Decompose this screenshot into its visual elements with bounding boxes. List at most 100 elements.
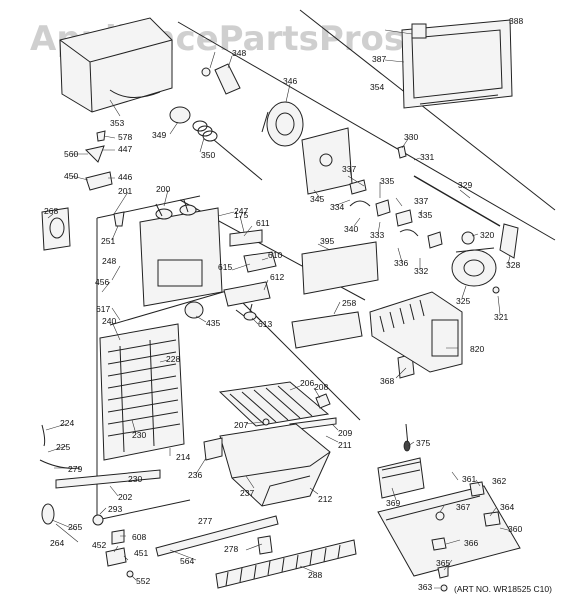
hinge-part bbox=[111, 529, 125, 545]
part-label: 237 bbox=[240, 488, 254, 498]
part-label: 325 bbox=[456, 296, 470, 306]
part-label: 435 bbox=[206, 318, 220, 328]
motor-mount-plate bbox=[301, 127, 353, 195]
part-label: 610 bbox=[268, 250, 282, 260]
part-label: 320 bbox=[480, 230, 494, 240]
part-label: 337 bbox=[414, 196, 428, 206]
part-label: 200 bbox=[156, 184, 170, 194]
part-label: 447 bbox=[118, 144, 132, 154]
part-label: 209 bbox=[338, 428, 352, 438]
dispenser-door-part bbox=[401, 19, 513, 109]
auger-motor-part bbox=[261, 101, 304, 147]
part-label: 208 bbox=[314, 382, 328, 392]
part-label: 353 bbox=[110, 118, 124, 128]
heater-wire-part bbox=[39, 459, 81, 469]
part-label: 456 bbox=[95, 277, 109, 287]
clip-part bbox=[437, 565, 449, 579]
cam-part bbox=[85, 145, 105, 163]
part-label: 348 bbox=[232, 48, 246, 58]
part-label: 214 bbox=[176, 452, 190, 462]
part-label: 387 bbox=[372, 54, 386, 64]
mount-hole bbox=[319, 153, 333, 167]
screw-part bbox=[440, 584, 448, 592]
evaporator-coil-part bbox=[99, 323, 185, 461]
roller-part bbox=[257, 535, 273, 555]
part-label: 293 bbox=[108, 504, 122, 514]
freezer-basket-part bbox=[219, 423, 331, 507]
part-label: 560 bbox=[64, 149, 78, 159]
part-label: 346 bbox=[283, 76, 297, 86]
part-label: 279 bbox=[68, 464, 82, 474]
switch-part bbox=[483, 511, 501, 527]
part-label: 230 bbox=[132, 430, 146, 440]
part-label: 360 bbox=[508, 524, 522, 534]
part-label: 367 bbox=[456, 502, 470, 512]
lever-part bbox=[375, 199, 391, 217]
part-label: 248 bbox=[102, 256, 116, 266]
part-label: 340 bbox=[344, 224, 358, 234]
lever-part bbox=[85, 171, 113, 191]
part-label: 251 bbox=[101, 236, 115, 246]
part-label: 258 bbox=[342, 298, 356, 308]
cabinet-edge-line bbox=[299, 9, 556, 211]
part-label: 451 bbox=[134, 548, 148, 558]
part-label: 369 bbox=[386, 498, 400, 508]
part-label: 361 bbox=[462, 474, 476, 484]
part-label: 236 bbox=[188, 470, 202, 480]
part-label: 552 bbox=[136, 576, 150, 586]
part-label: 336 bbox=[394, 258, 408, 268]
part-label: 337 bbox=[342, 164, 356, 174]
part-label: 268 bbox=[44, 206, 58, 216]
part-label: 328 bbox=[506, 260, 520, 270]
auger-bracket-part bbox=[214, 63, 241, 95]
cover-plate-part bbox=[377, 485, 521, 577]
part-label: 335 bbox=[380, 176, 394, 186]
part-label: 450 bbox=[64, 171, 78, 181]
coupling-part bbox=[169, 106, 191, 124]
part-label: 212 bbox=[318, 494, 332, 504]
control-box-part bbox=[377, 457, 425, 499]
part-label: 452 bbox=[92, 540, 106, 550]
lever-part bbox=[395, 209, 413, 227]
part-label: 365 bbox=[436, 558, 450, 568]
shelf-stop-part bbox=[262, 418, 270, 426]
part-label: 613 bbox=[258, 319, 272, 329]
part-label: 364 bbox=[500, 502, 514, 512]
part-label: 820 bbox=[470, 344, 484, 354]
lever-part bbox=[427, 231, 443, 249]
basket-slide-part bbox=[203, 437, 223, 461]
drain-tube-part bbox=[41, 503, 55, 525]
part-label: 277 bbox=[198, 516, 212, 526]
screw-part bbox=[492, 286, 500, 294]
nut-part bbox=[397, 145, 407, 159]
part-label: 388 bbox=[509, 16, 523, 26]
part-label: 564 bbox=[180, 556, 194, 566]
part-label: 228 bbox=[166, 354, 180, 364]
lower-rail-part bbox=[155, 515, 279, 557]
icemaker-assembly-part bbox=[369, 291, 463, 373]
ice-bucket-part bbox=[59, 17, 173, 113]
evaporator-cover-part bbox=[139, 199, 223, 307]
part-label: 265 bbox=[68, 522, 82, 532]
icemaker-cover-part bbox=[301, 241, 379, 295]
defrost-heater-part bbox=[41, 424, 46, 447]
part-label: 366 bbox=[464, 538, 478, 548]
fan-bracket-part bbox=[229, 229, 263, 247]
thermostat-knob-part bbox=[113, 211, 125, 227]
drain-trough-part bbox=[55, 469, 161, 489]
part-label: 363 bbox=[418, 582, 432, 592]
part-label: 608 bbox=[132, 532, 146, 542]
part-label: 224 bbox=[60, 418, 74, 428]
part-label: 395 bbox=[320, 236, 334, 246]
part-label: 247 bbox=[234, 206, 248, 216]
auger-spring-part bbox=[192, 120, 263, 181]
wire-harness-part bbox=[403, 423, 411, 452]
part-label: 211 bbox=[338, 440, 352, 450]
part-label: 345 bbox=[310, 194, 324, 204]
part-label: 333 bbox=[370, 230, 384, 240]
spring-part bbox=[399, 229, 419, 237]
fan-mount-part bbox=[223, 281, 271, 307]
part-label: 201 bbox=[118, 186, 132, 196]
part-label: 321 bbox=[494, 312, 508, 322]
